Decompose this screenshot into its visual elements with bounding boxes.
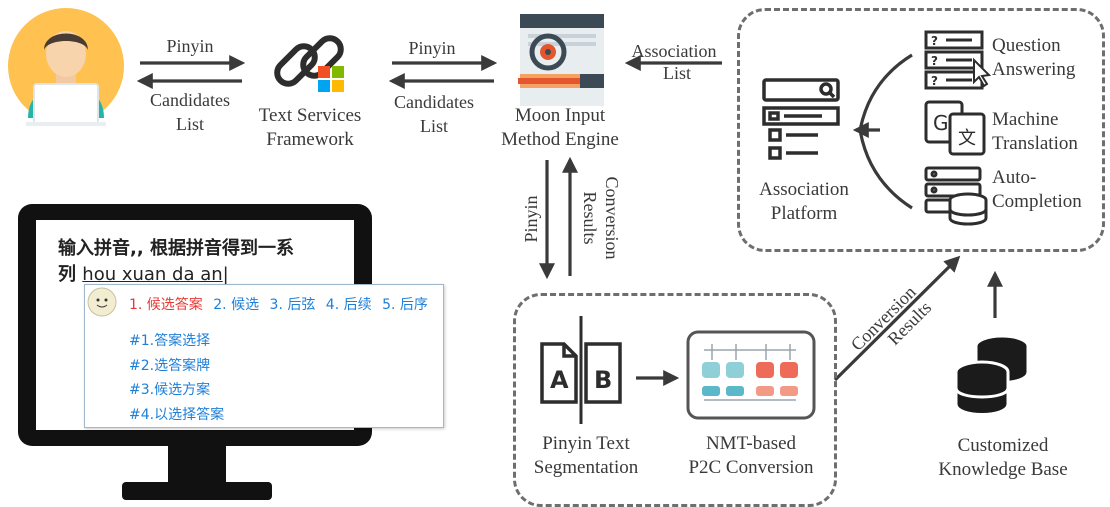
knowledge-base-icon xyxy=(954,334,1030,416)
candidate-4[interactable]: 4. 后续 xyxy=(325,297,372,313)
association-item-4[interactable]: #4.以选择答案 xyxy=(129,406,225,423)
label-pinyin-down: Pinyin xyxy=(521,195,541,243)
association-item-1[interactable]: #1.答案选择 xyxy=(129,333,211,349)
label-customized-knowledge-base: Customized Knowledge Base xyxy=(938,435,1068,480)
text-services-framework-icon xyxy=(274,35,344,92)
candidate-1[interactable]: 1. 候选答案 xyxy=(129,297,203,313)
label-candidates-1: Candidates List xyxy=(150,90,230,134)
label-pinyin-1: Pinyin xyxy=(166,36,214,56)
association-list: #1.答案选择 #2.选答案牌 #3.候选方案 #4.以选择答案 xyxy=(129,329,224,427)
label-association-platform: Association Platform xyxy=(759,179,849,224)
label-machine-translation: Machine Translation xyxy=(992,109,1078,154)
label-pinyin-text-segmentation: Pinyin Text Segmentation xyxy=(533,433,639,478)
label-candidates-2: Candidates List xyxy=(394,92,474,136)
pinyin-input[interactable]: hou xuan da an xyxy=(82,264,223,285)
segment-letter-b: B xyxy=(594,366,612,394)
candidate-2[interactable]: 2. 候选 xyxy=(213,297,260,313)
pinyin-segmentation-icon: A B xyxy=(540,316,622,424)
input-method-engine-icon xyxy=(518,14,604,106)
label-moon-input-method-engine: Moon Input Method Engine xyxy=(501,105,619,150)
arrow-nmt-to-platform xyxy=(833,255,961,382)
association-platform-icon xyxy=(762,78,840,160)
label-pinyin-2: Pinyin xyxy=(408,38,456,58)
svg-text:?: ? xyxy=(931,54,938,68)
association-item-2[interactable]: #2.选答案牌 xyxy=(129,357,211,374)
label-text-services-framework: Text Services Framework xyxy=(258,105,362,150)
svg-text:?: ? xyxy=(931,34,938,48)
association-platform-container xyxy=(737,8,1105,252)
question-answering-icon: ??? xyxy=(924,30,992,90)
svg-text:G: G xyxy=(933,111,949,135)
svg-text:文: 文 xyxy=(958,128,976,149)
candidate-3[interactable]: 3. 后弦 xyxy=(269,297,316,313)
candidate-5[interactable]: 5. 后序 xyxy=(382,297,428,313)
label-association-list: Association List xyxy=(631,41,717,83)
label-nmt-p2c-conversion: NMT-based P2C Conversion xyxy=(688,433,814,478)
candidate-row: 1. 候选答案 2. 候选 3. 后弦 4. 后续 5. 后序 xyxy=(129,294,428,314)
svg-text:?: ? xyxy=(931,74,938,88)
monitor-text: 输入拼音,, 根据拼音得到一系 列 hou xuan da an| xyxy=(58,236,348,288)
smiley-icon xyxy=(87,287,117,317)
association-item-3[interactable]: #3.候选方案 xyxy=(129,382,211,398)
label-auto-completion: Auto- Completion xyxy=(992,167,1082,212)
machine-translation-icon: G 文 xyxy=(924,100,986,156)
monitor-text-line2: 列 hou xuan da an| xyxy=(58,264,229,285)
segment-letter-a: A xyxy=(550,366,569,394)
label-conversion-up: Conversion Results xyxy=(580,176,622,260)
candidate-window: 1. 候选答案 2. 候选 3. 后弦 4. 后续 5. 后序 #1.答案选择 … xyxy=(84,284,444,428)
monitor-text-line1: 输入拼音,, 根据拼音得到一系 xyxy=(58,238,294,259)
user-avatar-icon xyxy=(8,8,124,126)
nmt-network-icon xyxy=(686,330,816,420)
auto-completion-icon xyxy=(924,166,988,226)
label-question-answering: Question Answering xyxy=(992,35,1076,80)
